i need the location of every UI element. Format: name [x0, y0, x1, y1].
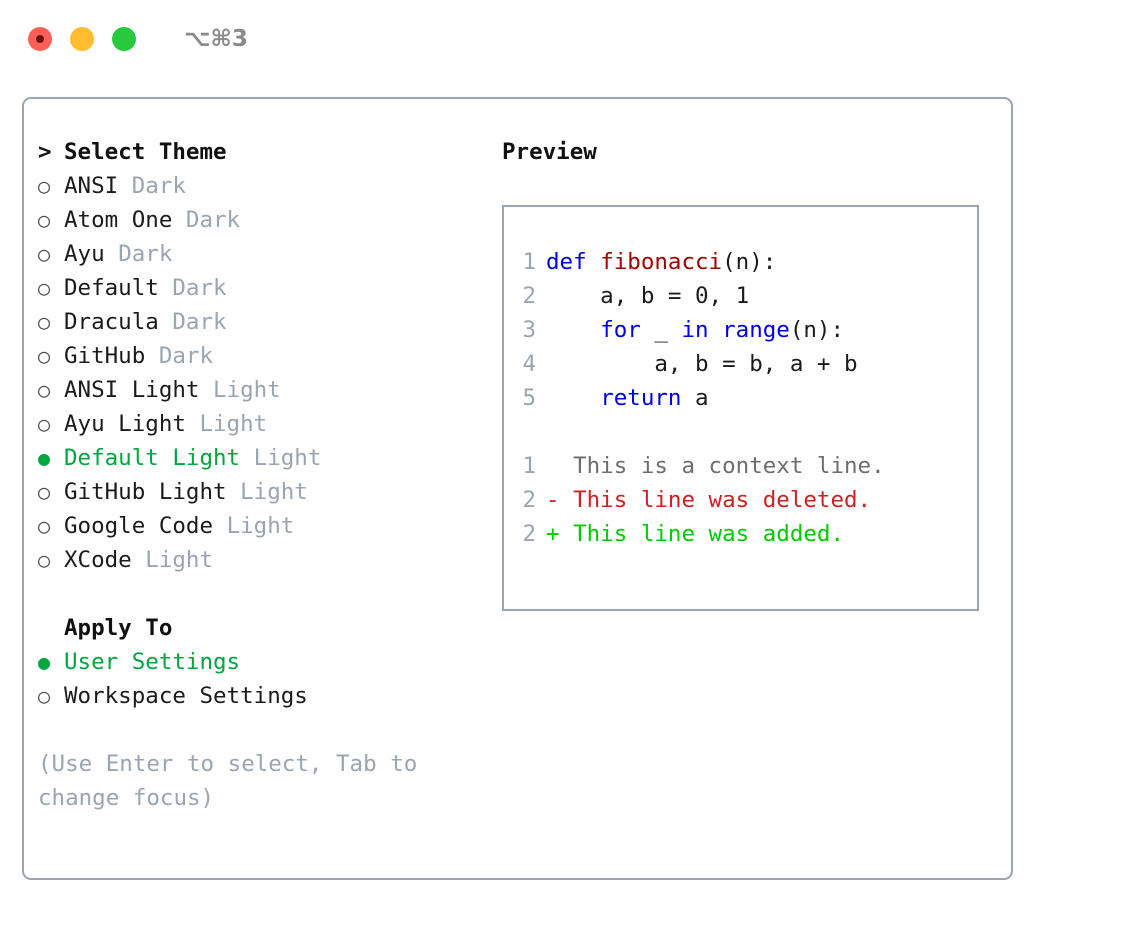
- radio-unselected-icon[interactable]: ○: [38, 378, 51, 402]
- radio-unselected-icon[interactable]: ○: [38, 548, 51, 572]
- theme-category: Light: [240, 479, 308, 505]
- theme-option-ansi[interactable]: ○ ANSI Dark: [38, 169, 488, 203]
- title-bar: ⌥⌘3: [0, 0, 1140, 78]
- radio-unselected-icon[interactable]: ○: [38, 480, 51, 504]
- diff-text: + This line was added.: [546, 521, 845, 547]
- select-theme-header: > Select Theme: [38, 135, 488, 169]
- theme-option-dracula[interactable]: ○ Dracula Dark: [38, 305, 488, 339]
- theme-option-xcode[interactable]: ○ XCode Light: [38, 543, 488, 577]
- theme-category: Dark: [118, 241, 173, 267]
- diff-line-deleted: 2 - This line was deleted.: [504, 483, 977, 517]
- theme-name: Default Light: [64, 445, 241, 471]
- code-line: 2 a, b = 0, 1: [504, 279, 977, 313]
- theme-name: GitHub Light: [64, 479, 227, 505]
- radio-unselected-icon[interactable]: ○: [38, 310, 51, 334]
- preview-box: 1 def fibonacci(n): 2 a, b = 0, 1 3 for …: [502, 205, 979, 611]
- theme-category: Dark: [185, 207, 241, 233]
- theme-category: Light: [226, 513, 295, 539]
- theme-category: Dark: [158, 343, 214, 369]
- theme-name: Dracula: [64, 309, 159, 335]
- radio-unselected-icon[interactable]: ○: [38, 174, 51, 198]
- theme-category: Dark: [131, 173, 186, 199]
- theme-category: Dark: [172, 275, 227, 301]
- code-line: 3 for _ in range(n):: [504, 313, 977, 347]
- code-text: a, b = b, a + b: [546, 351, 858, 377]
- main-panel: > Select Theme ○ ANSI Dark ○ Atom One Da…: [22, 97, 1013, 880]
- code-line: 1 def fibonacci(n):: [504, 245, 977, 279]
- theme-name: GitHub: [64, 343, 146, 369]
- zoom-button[interactable]: [112, 27, 136, 51]
- code-text: a, b = 0, 1: [546, 283, 750, 309]
- theme-name: ANSI: [64, 173, 119, 199]
- radio-unselected-icon[interactable]: ○: [38, 242, 51, 266]
- line-number: 2: [522, 487, 536, 513]
- close-button[interactable]: [28, 27, 52, 51]
- diff-text: - This line was deleted.: [546, 487, 872, 513]
- line-number: 2: [522, 521, 536, 547]
- theme-name: Ayu: [64, 241, 105, 267]
- traffic-light-group: [28, 27, 136, 51]
- code-diff-separator: [504, 415, 977, 449]
- apply-to-header: Apply To: [38, 611, 488, 645]
- theme-option-ayu-light[interactable]: ○ Ayu Light Light: [38, 407, 488, 441]
- radio-unselected-icon[interactable]: ○: [38, 208, 51, 232]
- theme-name: Google Code: [64, 513, 214, 539]
- apply-to-label: Workspace Settings: [64, 683, 308, 709]
- theme-name: XCode: [64, 547, 132, 573]
- theme-name: ANSI Light: [64, 377, 200, 403]
- theme-category: Light: [253, 445, 322, 471]
- theme-option-default-light[interactable]: ● Default Light Light: [38, 441, 488, 475]
- radio-unselected-icon[interactable]: ○: [38, 514, 51, 538]
- section-spacer: [38, 577, 488, 611]
- apply-to-label: User Settings: [64, 649, 241, 675]
- minimize-button[interactable]: [70, 27, 94, 51]
- radio-unselected-icon[interactable]: ○: [38, 344, 51, 368]
- code-line: 5 return a: [504, 381, 977, 415]
- code-text: def fibonacci(n):: [546, 249, 777, 275]
- theme-category: Light: [213, 377, 281, 403]
- code-line: 4 a, b = b, a + b: [504, 347, 977, 381]
- radio-unselected-icon[interactable]: ○: [38, 412, 51, 436]
- theme-category: Dark: [172, 309, 227, 335]
- line-number: 4: [522, 351, 536, 377]
- diff-line-context: 1 This is a context line.: [504, 449, 977, 483]
- line-number: 2: [522, 283, 536, 309]
- theme-picker-column: > Select Theme ○ ANSI Dark ○ Atom One Da…: [38, 135, 488, 713]
- theme-option-atom-one[interactable]: ○ Atom One Dark: [38, 203, 488, 237]
- preview-column: Preview 1 def fibonacci(n): 2 a, b = 0, …: [502, 135, 1002, 611]
- theme-option-default[interactable]: ○ Default Dark: [38, 271, 488, 305]
- caret-icon: >: [38, 139, 52, 165]
- diff-text: This is a context line.: [546, 453, 885, 479]
- theme-option-github-light[interactable]: ○ GitHub Light Light: [38, 475, 488, 509]
- theme-category: Light: [145, 547, 214, 573]
- keyboard-shortcut-label: ⌥⌘3: [184, 26, 248, 52]
- theme-option-ayu[interactable]: ○ Ayu Dark: [38, 237, 488, 271]
- theme-name: Default: [64, 275, 159, 301]
- code-text: return a: [600, 385, 709, 411]
- code-text: for _ in range(n):: [600, 317, 845, 343]
- radio-unselected-icon[interactable]: ○: [38, 684, 51, 708]
- line-number: 1: [522, 453, 536, 479]
- preview-title: Preview: [502, 139, 597, 165]
- theme-option-google-code[interactable]: ○ Google Code Light: [38, 509, 488, 543]
- keyboard-hint-text: (Use Enter to select, Tab to change focu…: [38, 751, 418, 811]
- radio-selected-icon[interactable]: ●: [38, 446, 51, 470]
- theme-option-ansi-light[interactable]: ○ ANSI Light Light: [38, 373, 488, 407]
- radio-selected-icon[interactable]: ●: [38, 650, 51, 674]
- select-theme-title: Select Theme: [64, 139, 227, 165]
- theme-option-github[interactable]: ○ GitHub Dark: [38, 339, 488, 373]
- apply-to-title: Apply To: [64, 615, 173, 641]
- theme-category: Light: [199, 411, 268, 437]
- line-number: 5: [522, 385, 536, 411]
- radio-unselected-icon[interactable]: ○: [38, 276, 51, 300]
- line-number: 3: [522, 317, 536, 343]
- theme-name: Atom One: [64, 207, 173, 233]
- theme-name: Ayu Light: [64, 411, 186, 437]
- apply-to-option-user-settings[interactable]: ● User Settings: [38, 645, 488, 679]
- line-number: 1: [522, 249, 536, 275]
- apply-to-option-workspace-settings[interactable]: ○ Workspace Settings: [38, 679, 488, 713]
- diff-line-added: 2 + This line was added.: [504, 517, 977, 551]
